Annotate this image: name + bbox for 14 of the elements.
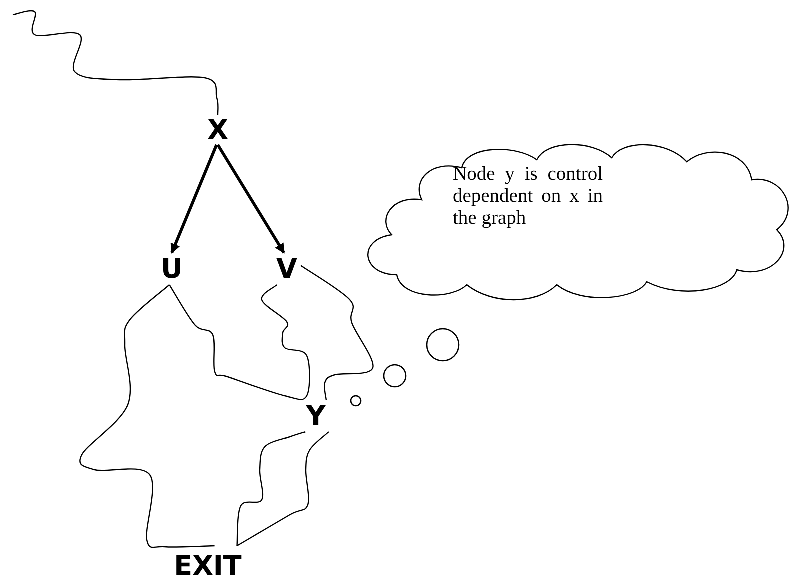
cloud-text: Node y is control dependent on x in the graph <box>453 164 603 230</box>
arrow <box>170 144 218 254</box>
node-label: V <box>276 256 298 282</box>
arrow <box>216 144 286 254</box>
node-label: U <box>161 256 183 282</box>
wavy-path-line <box>169 284 310 400</box>
node-label: EXIT <box>174 552 242 580</box>
node-label: X <box>208 116 228 144</box>
wavy-path-line <box>236 431 306 546</box>
wavy-path-line <box>12 10 219 116</box>
wavy-path-line <box>80 284 215 548</box>
wavy-path-line <box>300 265 374 400</box>
node-label: Y <box>306 402 326 430</box>
wavy-path-line <box>236 432 330 547</box>
